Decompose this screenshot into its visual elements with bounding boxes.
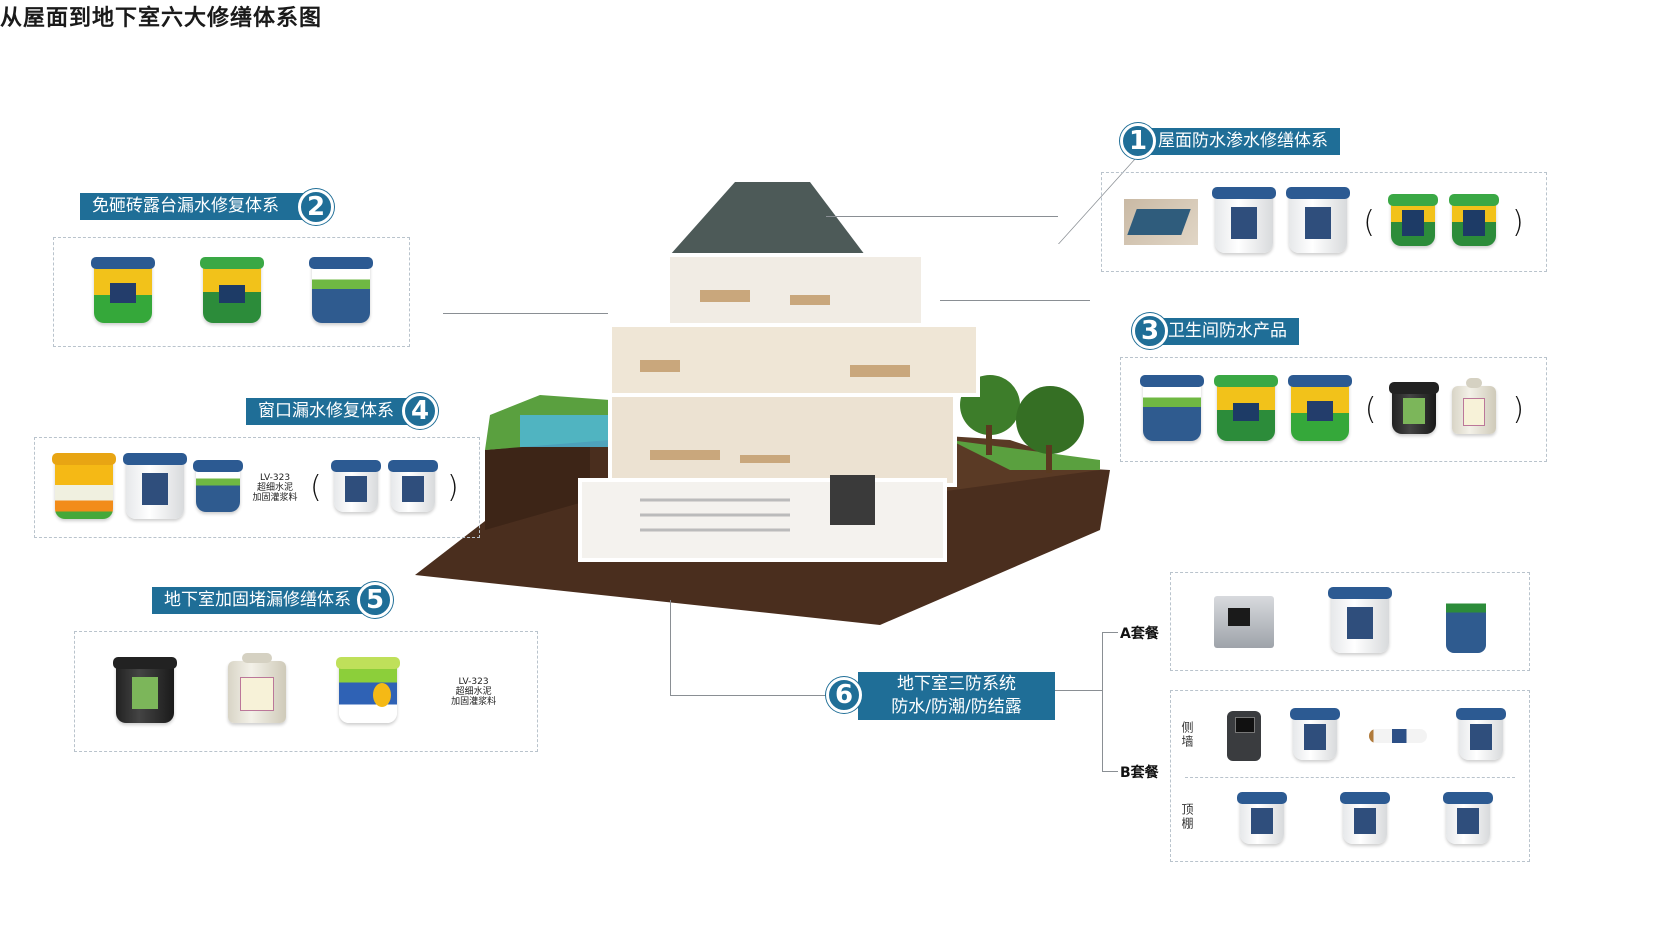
system-6-title: 地下室三防系统 (897, 674, 1016, 694)
product-bucket (1327, 586, 1392, 653)
system-3-number: 3 (1132, 313, 1168, 349)
package-b-label: B套餐 (1120, 765, 1159, 781)
leader-line-6 (670, 600, 671, 695)
basement-door (830, 475, 875, 525)
product-bucket (1389, 381, 1440, 434)
house-cutaway-illustration (415, 182, 1110, 625)
floor-3 (666, 253, 925, 327)
divider (1185, 777, 1515, 778)
product-bucket (1285, 187, 1350, 253)
product-can (336, 656, 401, 723)
bracket-open: ( (1364, 392, 1377, 427)
leader-line-1 (826, 216, 1058, 217)
product-bucket (1456, 708, 1506, 760)
product-bucket (199, 257, 264, 323)
package-a-label: A套餐 (1120, 626, 1159, 642)
membrane-roll (1369, 729, 1427, 743)
product-bucket (1388, 194, 1439, 246)
tree-icon (1016, 386, 1084, 454)
package-b-products: 侧墙 顶棚 (1170, 690, 1530, 862)
product-bucket (193, 459, 244, 512)
system-2-products (53, 237, 410, 347)
system-1-label: 屋面防水渗水修缮体系 (1150, 128, 1340, 155)
product-bucket (1287, 374, 1352, 441)
package-a-products (1170, 572, 1530, 671)
product-bucket (122, 452, 187, 519)
system-6-number: 6 (826, 677, 862, 713)
product-can (52, 452, 117, 519)
product-bucket (1139, 374, 1204, 441)
system-3-products: ( ) (1120, 357, 1547, 462)
product-container (1446, 590, 1487, 653)
leader-line-3 (940, 300, 1090, 301)
product-bucket (1237, 792, 1288, 844)
leader-line-2 (443, 313, 608, 314)
pool (520, 415, 615, 447)
system-6-subtitle: 防水/防潮/防结露 (891, 697, 1022, 717)
bracket-close: ) (447, 470, 459, 505)
system-2-label: 免砸砖露台漏水修复体系 (80, 193, 311, 220)
product-bucket (90, 257, 155, 323)
system-4-number: 4 (402, 393, 438, 429)
product-bucket (1211, 187, 1276, 253)
bracket-open: ( (1363, 204, 1375, 240)
product-gallon (227, 652, 286, 723)
floor-1 (608, 393, 957, 487)
bracket-close: ) (1512, 392, 1525, 427)
side-wall-label: 侧墙 (1180, 721, 1194, 749)
system-6-label: 地下室三防系统 防水/防潮/防结露 (858, 672, 1055, 720)
product-bucket (1290, 708, 1340, 760)
product-bucket (331, 459, 382, 512)
product-gallon (1452, 377, 1497, 434)
roof (670, 182, 865, 255)
system-3-label: 卫生间防水产品 (1160, 318, 1299, 345)
ceiling-label: 顶棚 (1180, 803, 1194, 831)
system-2-number: 2 (298, 189, 334, 225)
product-bucket (387, 459, 438, 512)
system-5-label: 地下室加固堵漏修缮体系 (152, 587, 381, 614)
system-1-number: 1 (1120, 123, 1156, 159)
basement (578, 478, 947, 562)
system-1-products: ( ) (1101, 172, 1547, 272)
system-5-number: 5 (357, 582, 393, 618)
dehumidifier-machine (1213, 595, 1274, 648)
product-bucket (1339, 792, 1390, 844)
product-bucket (112, 656, 177, 723)
product-bucket (1442, 792, 1493, 844)
bracket-close: ) (1512, 204, 1524, 240)
waterproof-membrane (1124, 199, 1199, 245)
bracket-open: ( (309, 470, 322, 505)
product-bucket (1448, 194, 1499, 246)
dehumidifier-device (1227, 711, 1261, 761)
product-bucket (1213, 374, 1278, 441)
page-title: 从屋面到地下室六大修缮体系图 (0, 6, 323, 31)
system-4-label: 窗口漏水修复体系 (246, 398, 424, 425)
product-bucket (308, 257, 373, 323)
